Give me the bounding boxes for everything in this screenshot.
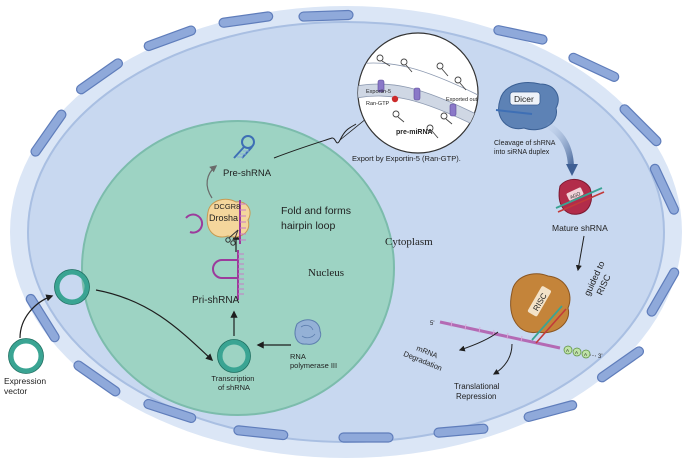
mirna-molecules — [376, 54, 467, 139]
transcription-label: Transcription of shRNA — [211, 374, 256, 392]
nucleus-label: Nucleus — [308, 267, 344, 279]
exported-out-label: Exported out — [446, 97, 478, 103]
nuclear-envelope — [358, 83, 478, 129]
rna-polymerase-label: RNA polymerase III — [290, 352, 337, 370]
arrow-vector-entry — [19, 294, 54, 339]
rna-polymerase-icon — [294, 319, 322, 345]
pre-shrna-label: Pre-shRNA — [223, 168, 272, 179]
drosha-complex: DCGR8 Drosha — [185, 165, 251, 246]
expression-vector: Expression vector — [4, 269, 214, 396]
export-caption: Export by Exportin-5 (Ran-GTP). — [352, 154, 461, 163]
ran-gtp-icon — [391, 95, 399, 103]
arrow-to-risc — [575, 235, 585, 272]
dicer-icon — [498, 82, 559, 131]
dicer-label: Dicer — [514, 94, 534, 104]
ran-gtp-label: Ran-GTP — [366, 101, 390, 107]
pre-mirna-label: pre-miRNA — [396, 129, 433, 136]
pri-shrna-hairpin — [212, 259, 238, 279]
svg-text:A: A — [566, 348, 569, 353]
svg-text:A: A — [584, 352, 587, 357]
risc-complex: 5' RISC A A A 3' mRNA Degradation Transl… — [402, 273, 602, 401]
plasmid-nucleus — [217, 339, 251, 373]
pre-shrna: Pre-shRNA — [223, 123, 357, 179]
dcgr8-label: DCGR8 — [214, 202, 240, 211]
arrow-translational-repression — [492, 343, 513, 375]
dicer-label-box — [509, 91, 541, 106]
transcription: Transcription of shRNA RNA polymerase II… — [211, 310, 337, 392]
swoosh-arrow — [546, 122, 574, 168]
pri-shrna-label: Pri-shRNA — [192, 295, 240, 306]
plasmid-cytoplasm — [54, 269, 90, 305]
expression-vector-label: Expression vector — [4, 376, 48, 396]
arrow-drosha-to-pre — [206, 165, 218, 199]
exportin5-label: Exportin-5 — [366, 89, 391, 95]
plasmid-outside — [8, 338, 44, 374]
three-prime-label: 3' — [598, 354, 602, 360]
svg-text:A: A — [575, 350, 578, 355]
arrow-vector-to-nucleus — [95, 289, 214, 361]
arrow-nuclear-export — [273, 123, 357, 159]
drosha-label: Drosha — [209, 213, 238, 223]
scissors-icon — [225, 229, 239, 246]
cytoplasm-label: Cytoplasm — [385, 236, 433, 248]
polya-tail — [563, 345, 591, 359]
cleavage-label: Cleavage of shRNA into siRNA duplex — [494, 140, 557, 156]
pre-shrna-loop — [241, 135, 255, 149]
arrow-mrna-degradation — [458, 331, 499, 352]
translational-repression-label: Translational Repression — [454, 382, 502, 401]
fold-hairpin-label: Fold and forms hairpin loop — [281, 205, 354, 232]
export-zoom: Exportin-5 Ran-GTP Exported out pre-miRN… — [339, 32, 479, 163]
five-prime-label: 5' — [430, 321, 434, 327]
mature-shrna-label: Mature shRNA — [552, 223, 608, 233]
dicer-complex: Dicer Cleavage of shRNA into siRNA duple… — [494, 82, 578, 176]
mrna-strand — [439, 320, 561, 350]
ago-label: AGO — [569, 191, 582, 201]
